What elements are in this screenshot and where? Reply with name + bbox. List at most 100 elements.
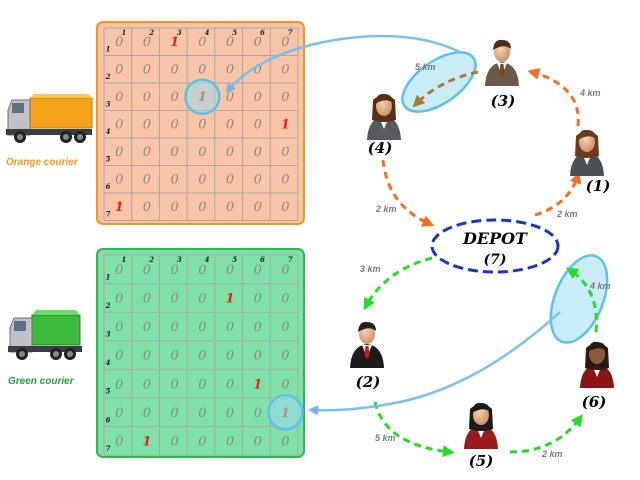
matrix-cell: 0	[281, 173, 289, 188]
matrix-cell: 0	[254, 320, 262, 335]
matrix-cell: 0	[226, 145, 234, 160]
row-header: 2	[105, 301, 111, 310]
row-header: 3	[106, 330, 111, 339]
matrix-cell: 0	[198, 263, 206, 278]
distance-6-depot: 4 km	[589, 281, 611, 291]
route-edge-2-5	[373, 401, 455, 458]
row-header: 6	[106, 182, 111, 191]
matrix-cell: 0	[143, 200, 151, 215]
depot-node	[430, 218, 560, 274]
matrix-cell: 1	[170, 35, 179, 50]
matrix-cell: 0	[281, 291, 289, 306]
matrix-cell: 0	[281, 200, 289, 215]
matrix-cell: 0	[143, 406, 151, 421]
matrix-cell: 0	[143, 320, 151, 335]
matrix-cell: 0	[115, 145, 123, 160]
matrix-cell: 0	[281, 320, 289, 335]
distance-3-4: 5 km	[415, 62, 436, 72]
matrix-cell: 0	[170, 406, 178, 421]
column-header: 2	[148, 28, 154, 37]
customer-5-avatar-icon	[464, 402, 498, 449]
customer-2-avatar-icon	[350, 321, 384, 368]
matrix-cell: 0	[143, 291, 151, 306]
row-header: 7	[106, 209, 111, 218]
matrix-cell: 0	[170, 263, 178, 278]
green-courier-label: Green courier	[8, 376, 75, 387]
matrix-cell: 0	[170, 320, 178, 335]
matrix-cell: 0	[198, 349, 206, 364]
column-header: 7	[288, 28, 293, 37]
row-header: 5	[106, 387, 111, 396]
matrix-cell: 1	[281, 118, 290, 133]
matrix-cell: 0	[226, 349, 234, 364]
route-edge-1-3	[527, 68, 580, 127]
route-edge-depot-2	[363, 256, 433, 311]
matrix-cell: 0	[198, 377, 206, 392]
matrix-cell: 0	[226, 263, 234, 278]
row-header: 4	[106, 358, 111, 367]
matrix-cell: 1	[226, 291, 235, 306]
depot-title: DEPOT	[462, 229, 528, 248]
row-header: 5	[106, 154, 111, 163]
customer-4-label: (4)	[368, 139, 393, 157]
matrix-cell: 0	[254, 406, 262, 421]
matrix-cell: 0	[254, 90, 262, 105]
matrix-cell: 0	[115, 406, 123, 421]
matrix-cell: 0	[281, 263, 289, 278]
matrix-cell: 0	[170, 173, 178, 188]
matrix-cell: 0	[115, 291, 123, 306]
matrix-cell: 0	[143, 377, 151, 392]
matrix-cell: 0	[226, 434, 234, 449]
depot-id: (7)	[484, 252, 507, 268]
matrix-cell: 0	[170, 145, 178, 160]
customer-1-avatar-icon	[570, 129, 604, 176]
row-header: 3	[106, 99, 111, 108]
matrix-cell: 0	[226, 90, 234, 105]
column-header: 6	[260, 28, 265, 37]
route-edge-3-4	[412, 70, 479, 108]
matrix-cell: 0	[115, 35, 123, 50]
matrix-cell: 0	[198, 118, 206, 133]
customer-3-avatar-icon	[485, 39, 519, 86]
highlight-cell-ring	[267, 394, 304, 431]
matrix-cell: 0	[170, 118, 178, 133]
matrix-cell: 0	[170, 63, 178, 78]
orange-route	[381, 68, 582, 227]
route-edge-depot-1	[534, 171, 582, 217]
matrix-cell: 0	[198, 434, 206, 449]
matrix-cell: 0	[143, 349, 151, 364]
matrix-cell: 0	[170, 291, 178, 306]
green-route	[363, 256, 598, 458]
matrix-cell: 0	[254, 291, 262, 306]
row-header: 1	[106, 44, 111, 53]
matrix-cell: 0	[115, 90, 123, 105]
column-header: 4	[205, 28, 210, 37]
matrix-cell: 0	[115, 63, 123, 78]
distance-1-3: 4 km	[579, 88, 601, 98]
customer-3-label: (3)	[491, 92, 516, 110]
link-arrow-orange	[225, 34, 461, 93]
row-header: 4	[106, 127, 111, 136]
matrix-cell: 0	[143, 263, 151, 278]
customer-4-avatar-icon	[367, 93, 401, 140]
distance-5-6: 2 km	[541, 449, 563, 459]
customer-6-label: (6)	[582, 393, 607, 411]
matrix-cell: 0	[115, 118, 123, 133]
link-arrow-green	[308, 311, 561, 416]
matrix-cell: 0	[281, 35, 289, 50]
green-truck-icon	[8, 310, 82, 360]
matrix-cell: 0	[281, 349, 289, 364]
matrix-cell: 0	[198, 200, 206, 215]
matrix-cell: 0	[115, 263, 123, 278]
column-header: 2	[148, 255, 154, 264]
matrix-cell: 0	[254, 349, 262, 364]
orange-matrix-panel: 1234567123456700100000000000000100000000…	[96, 21, 305, 225]
matrix-cell: 0	[281, 377, 289, 392]
orange-matrix-grid: 1234567123456700100000000000000100000000…	[103, 27, 299, 221]
matrix-cell: 0	[226, 406, 234, 421]
matrix-cell: 0	[198, 320, 206, 335]
distance-depot-1: 2 km	[556, 209, 578, 219]
matrix-cell: 0	[115, 173, 123, 188]
